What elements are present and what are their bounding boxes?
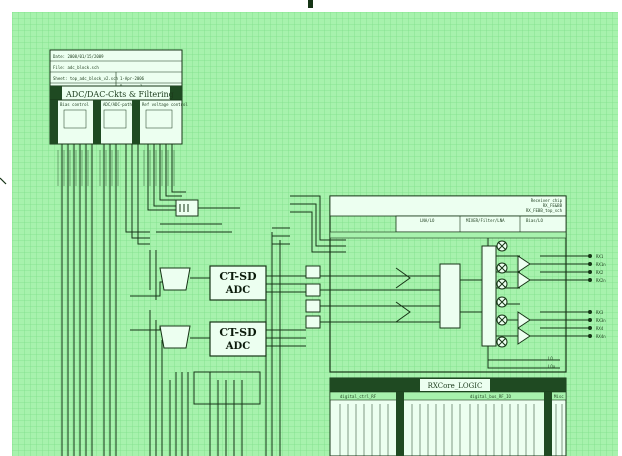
lo-label: LO [548,356,553,361]
port-label-1: RX1 [596,254,604,259]
left-bus-wires [61,144,186,456]
rf-receiver-block: Receiver chip RX_FE&BB RX_FEBB_top_sch L… [329,195,567,373]
adc2-label-line2: ADC [225,341,250,352]
adc1-input-mux [159,267,210,349]
port-label-2: RX1n [596,262,606,267]
title-date: 1-Apr-2006 [120,76,145,81]
rf-subheader-1: LNA/LO [420,218,435,223]
lna-amplifiers [517,255,588,345]
adc-block-2: CT-SD ADC [209,321,267,357]
adc-header: ADC/ADC-path [103,102,132,107]
adc-block-1: CT-SD ADC [209,265,267,301]
ref-buffer-cell [156,199,240,233]
rf-header-line1: Receiver chip [531,198,563,203]
left-wire-labels [57,150,175,186]
adc2-label-line1: CT-SD [219,326,257,339]
port-label-3: RX2 [596,270,604,275]
bottom-banner: RXCore_LOGIC [428,382,483,390]
title-row-1: Date: 2008/01/15/2009 [53,54,104,59]
left-marker [0,177,7,185]
lo-label-2: LOx [548,364,556,369]
rf-subheader-3: Bias/LO [526,218,543,223]
port-label-6: RX3n [596,318,606,323]
adc-output-wires [266,195,346,347]
rf-signal-path [332,238,560,369]
title-row-2: File: adc_block.sch [53,65,99,70]
bottom-subheader-2: digital_bus_RF_IO [470,394,512,399]
port-label-7: RX4 [596,326,604,331]
top-marker [308,0,313,8]
rf-header-line3: RX_FEBB_top_sch [526,208,563,213]
port-label-8: RX4n [596,334,606,339]
rf-port-pins [588,254,592,338]
ref-header: Ref voltage control [142,102,188,107]
bottom-subheader-1: digital_ctrl_RF [340,394,377,399]
port-label-4: RX2n [596,278,606,283]
rf-header-line2: RX_FE&BB [543,203,563,208]
title-banner: ADC/DAC-Ckts & Filtering [65,90,174,99]
adc1-label-line1: CT-SD [219,270,257,283]
signal-header-panel: Bias control ADC/ADC-path Ref voltage co… [49,99,188,145]
rf-subheader-2: MIXER/Filter/LNA [466,218,505,223]
rf-port-labels: RX1 RX1n RX2 RX2n RX3 RX3n RX4 RX4n [596,254,606,339]
bottom-subheader-3: Misc [554,394,564,399]
bottom-logic-block: RXCore_LOGIC digital_ctrl_RF digital_bus… [329,377,567,456]
mixer-symbols [496,240,508,348]
title-block: Date: 2008/01/15/2009 File: adc_block.sc… [49,49,183,101]
title-row-3: Sheet: top_adc_block_v2.sch [53,76,119,81]
bias-header: Bias control [60,102,89,107]
port-label-5: RX3 [596,310,604,315]
adc1-label-line2: ADC [225,285,250,296]
analog-filter-stage [305,265,332,329]
